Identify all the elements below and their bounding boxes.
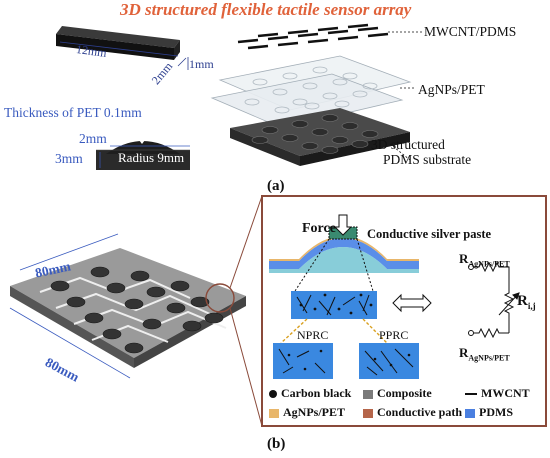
r-ij-label: Ri,j [517,293,536,311]
label-substrate-line1: 3D structured [371,137,445,152]
legend: Carbon black Composite MWCNT AgNPs/PET C… [269,386,545,426]
cross-section-dim-lines [99,126,190,168]
pdms-swatch [465,408,475,418]
legend-conductive-path: Conductive path [363,405,462,420]
r-top-label: RAgNPs/PET [459,251,510,269]
zoom-panel: Force Conductive silver paste RAgNPs/PET… [261,195,547,427]
dim-thickness-1mm: 1mm [189,57,214,71]
dim-dome-2mm: 2mm [79,131,107,146]
agnps-pet-layers [210,55,416,129]
label-substrate-line2: PDMS substrate [383,152,472,167]
caption-a: (a) [267,178,285,194]
magnifier-callout [205,196,263,427]
legend-agnps-pet: AgNPs/PET [269,405,345,420]
label-radius: Radius 9mm [118,150,185,165]
sensor-array-plate [9,233,246,379]
composite-swatch [363,389,373,399]
dim-dome-3mm: 3mm [55,151,83,166]
conductive-path-swatch [363,408,373,418]
legend-mwcnt: MWCNT [465,386,530,401]
carbon-black-swatch [269,390,277,399]
pdms-substrate-illustration [230,108,411,166]
nprc-label: NPRC [297,328,329,342]
legend-pdms: PDMS [465,405,513,420]
dim-lines-bar [60,41,189,70]
panel-a-title: 3D structured flexible tactile sensor ar… [120,0,412,19]
zoom-panel-drawing [269,214,520,379]
pprc-label: PPRC [379,328,409,342]
legend-composite: Composite [363,386,432,401]
r-bottom-label: RAgNPs/PET [459,345,510,363]
silver-paste-label: Conductive silver paste [367,227,492,241]
label-agnps-pet: AgNPs/PET [418,82,485,97]
label-mwcnt-pdms: MWCNT/PDMS [424,24,517,39]
label-pet-thickness: Thickness of PET 0.1mm [4,105,142,120]
mwcnt-bar-illustration [56,26,180,60]
force-label: Force [302,221,336,236]
legend-carbon-black: Carbon black [269,386,351,401]
mwcnt-dash-layer [237,23,424,50]
agnps-pet-swatch [269,408,279,418]
mwcnt-swatch [465,393,477,396]
cross-section-dome [96,141,190,170]
caption-b: (b) [267,436,286,452]
